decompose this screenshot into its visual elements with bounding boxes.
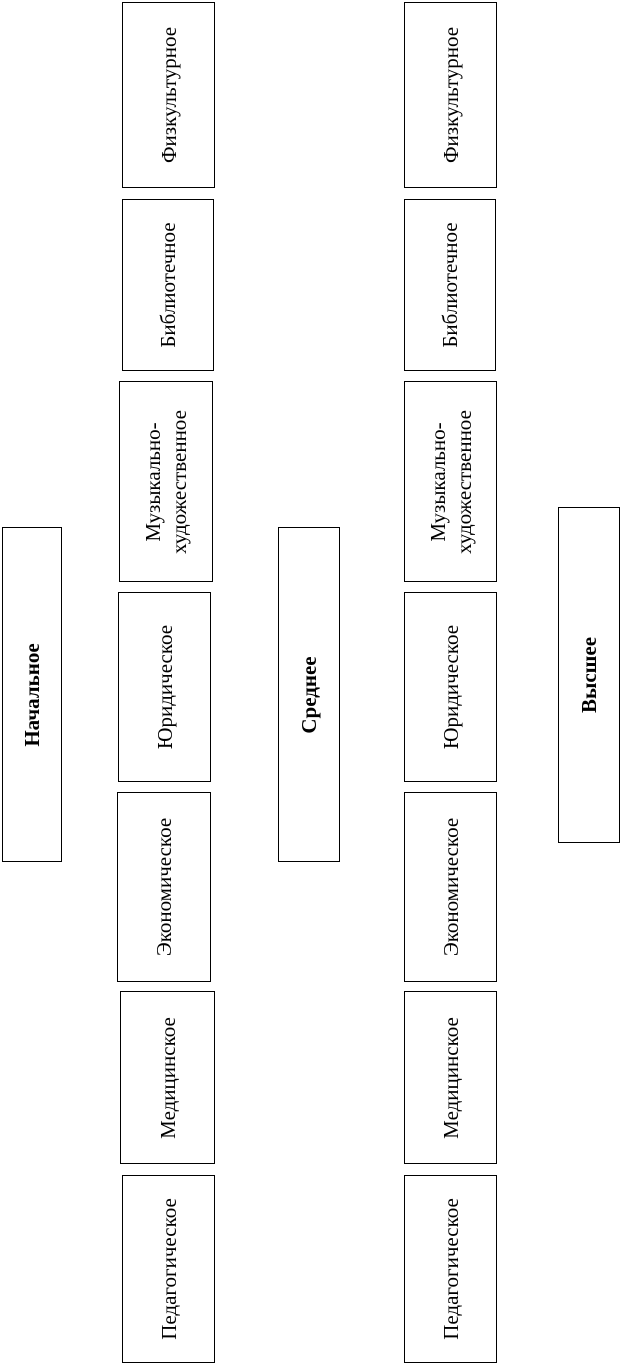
specialty-label: Медицинское: [438, 1016, 463, 1139]
specialty-label: Библиотечное: [438, 222, 462, 348]
level-label-secondary: Среднее: [297, 655, 321, 734]
level-box-higher: Высшее: [558, 507, 620, 843]
specialty-box-music-art-b: Музыкально- художественное: [404, 381, 497, 582]
specialty-label: Музыкально- художественное: [425, 409, 476, 554]
specialty-box-music-art-a: Музыкально- художественное: [119, 381, 213, 582]
specialty-label: Экономическое: [438, 817, 463, 957]
specialty-box-library-a: Библиотечное: [122, 199, 214, 371]
specialty-box-medical-b: Медицинское: [404, 991, 497, 1164]
specialty-box-pedagogical-a: Педагогическое: [122, 1175, 215, 1363]
level-box-primary: Начальное: [2, 527, 62, 862]
specialty-label: Юридическое: [152, 624, 177, 750]
specialty-label: Библиотечное: [156, 222, 180, 348]
specialty-label: Юридическое: [438, 624, 463, 750]
specialty-label: Физкультурное: [156, 26, 181, 164]
specialty-label: Физкультурное: [438, 26, 463, 164]
specialty-box-medical-a: Медицинское: [120, 991, 215, 1164]
specialty-label: Педагогическое: [438, 1198, 463, 1340]
specialty-box-economic-b: Экономическое: [404, 792, 497, 982]
specialty-label: Педагогическое: [156, 1198, 181, 1340]
specialty-box-pedagogical-b: Педагогическое: [404, 1175, 497, 1363]
specialty-box-physical-a: Физкультурное: [122, 2, 215, 188]
level-box-secondary: Среднее: [278, 527, 340, 862]
specialty-box-physical-b: Физкультурное: [404, 2, 497, 188]
specialty-box-library-b: Библиотечное: [404, 199, 496, 371]
specialty-label: Экономическое: [152, 817, 176, 957]
specialty-label: Музыкально- художественное: [141, 409, 191, 554]
specialty-box-economic-a: Экономическое: [117, 792, 211, 982]
specialty-box-legal-a: Юридическое: [118, 592, 211, 782]
level-label-higher: Высшее: [577, 636, 601, 714]
specialty-label: Медицинское: [155, 1016, 180, 1139]
level-label-primary: Начальное: [20, 642, 44, 747]
specialty-box-legal-b: Юридическое: [404, 592, 497, 782]
